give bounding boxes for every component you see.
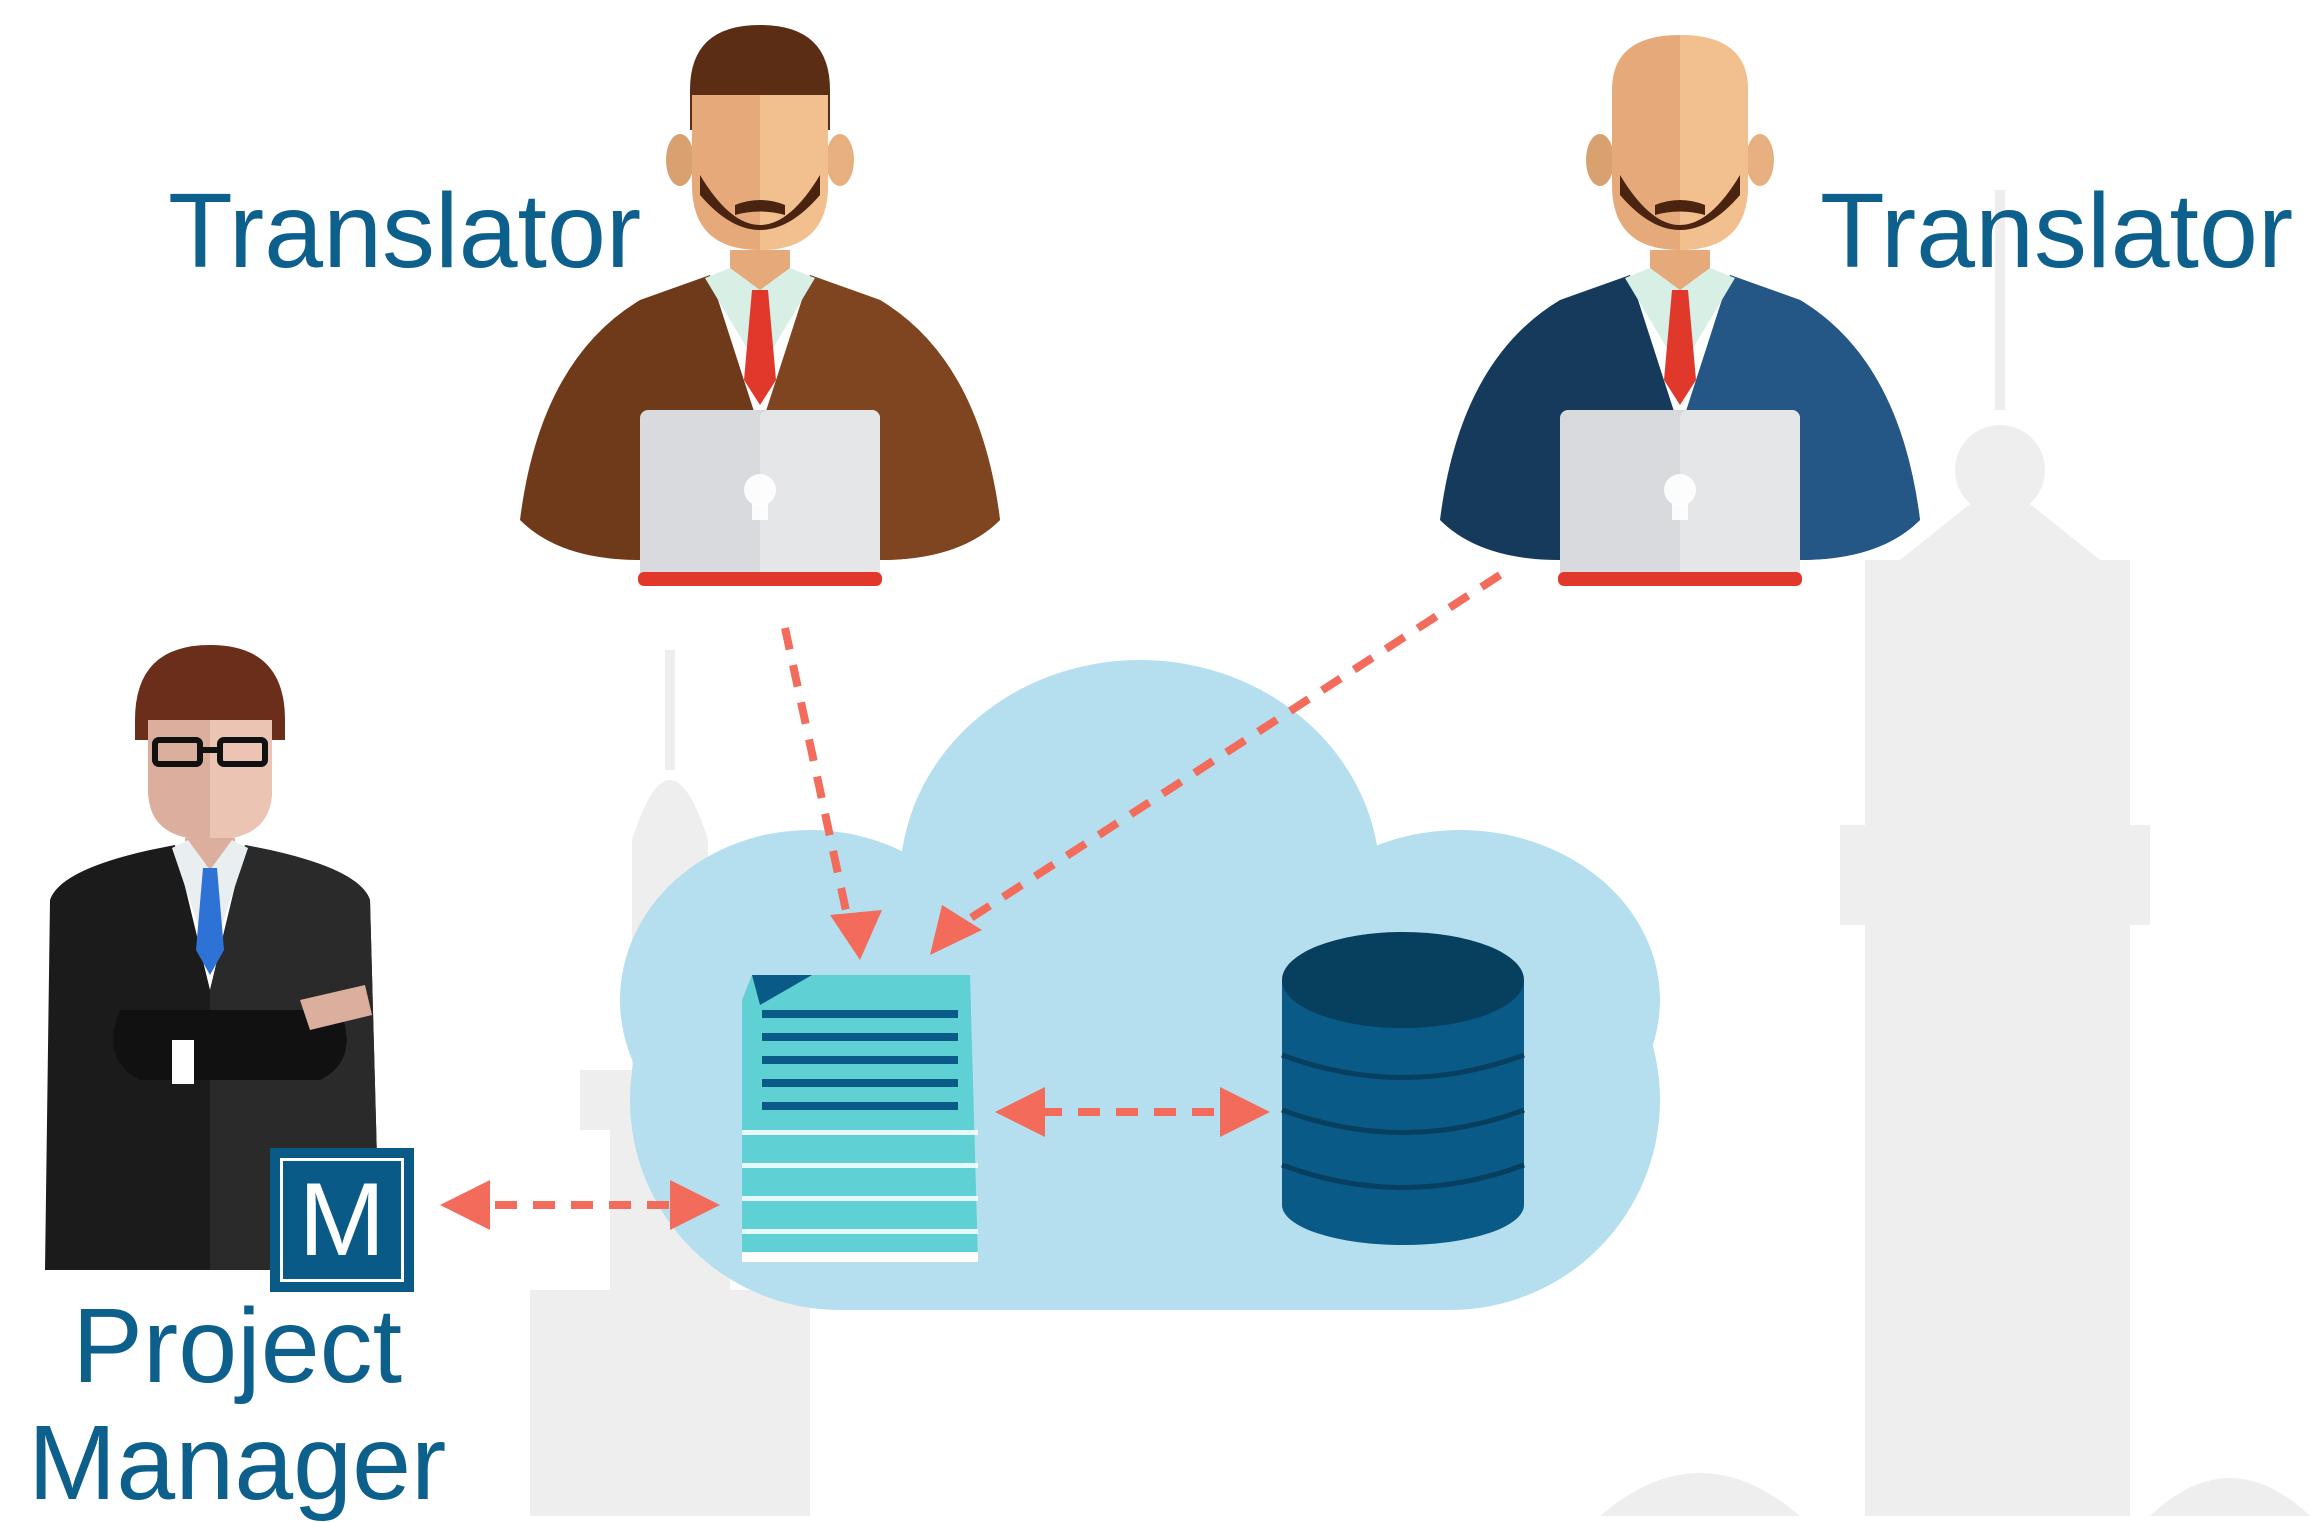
pm-badge-letter: M — [280, 1158, 404, 1282]
arrowhead-doc-db-right — [1220, 1087, 1270, 1137]
arrows — [495, 571, 1503, 1209]
arrow-translator-left-to-document — [781, 627, 852, 921]
translator-left-label: Translator — [168, 172, 642, 290]
arrowhead-manager-left — [440, 1180, 490, 1230]
arrowhead-doc-db-left — [995, 1087, 1045, 1137]
arrowhead-manager-right — [670, 1180, 720, 1230]
arrowheads — [440, 905, 1270, 1230]
pm-badge: M — [270, 1148, 414, 1292]
arrowhead-right-translator — [930, 905, 982, 955]
arrow-translator-right-to-document — [957, 571, 1503, 929]
document-icon — [742, 975, 978, 1262]
project-manager-label: Project Manager — [28, 1288, 446, 1521]
database-icon — [1281, 932, 1525, 1245]
translator-brown-suit-icon — [520, 25, 1000, 586]
arrowhead-left-translator — [830, 910, 882, 960]
translator-blue-suit-icon — [1440, 35, 1920, 586]
translator-right-label: Translator — [1820, 172, 2294, 290]
project-manager-label-line2: Manager — [28, 1403, 447, 1522]
project-manager-label-line1: Project — [72, 1287, 403, 1405]
